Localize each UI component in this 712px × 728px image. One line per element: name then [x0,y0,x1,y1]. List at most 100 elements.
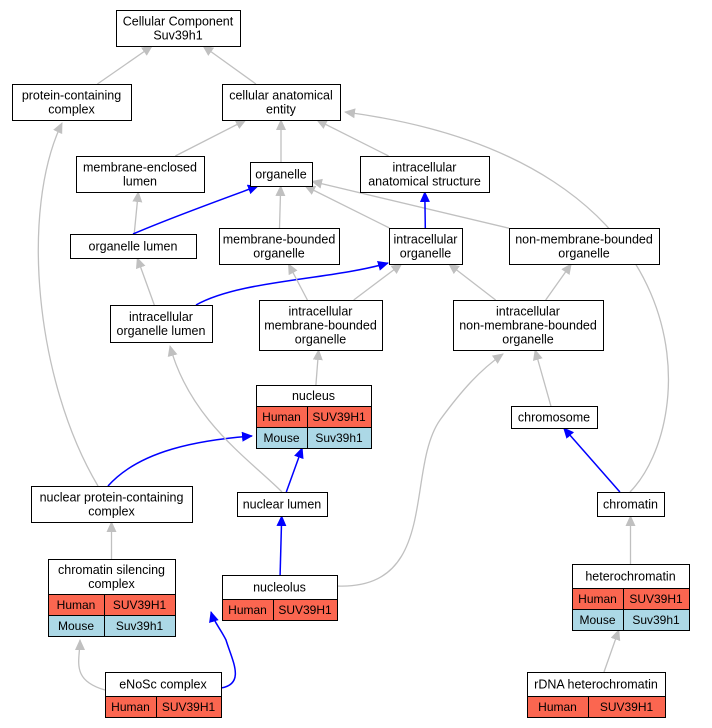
edge-nuclear-protein-containing-complex-to-protein-containing-complex [37,122,99,487]
node-label: anatomical structure [368,175,481,189]
node-box [360,156,490,193]
node-box [237,492,328,517]
edge-intracellular-membrane-bounded-organelle-to-membrane-bounded-organelle [287,263,308,301]
edge-intracellular-organelle-to-intracellular-anatomical-structure [419,191,430,229]
node-label: rDNA heterochromatin [534,678,658,692]
node-label: membrane-bounded [223,233,336,247]
edge-protein-containing-complex-to-cellular-component [97,45,153,85]
node-box [76,156,205,193]
node-label: organelle [502,333,553,347]
gene-symbol: Suv39h1 [315,431,363,445]
edge-membrane-bounded-organelle-to-organelle [275,185,286,229]
node-box [70,234,197,259]
edge-chromatin-to-cellular-anatomical-entity [344,108,669,493]
node-chromosome[interactable]: chromosome [511,406,598,429]
node-organelle[interactable]: organelle [250,162,313,187]
node-box [250,162,313,187]
node-label: intracellular [394,233,458,247]
edge-intracellular-anatomical-structure-to-cellular-anatomical-entity [316,119,389,157]
node-box [453,300,604,351]
species-label: Human [57,598,96,612]
node-label: organelle lumen [89,240,178,254]
edges-layer [37,45,669,691]
edge-non-membrane-bounded-organelle-to-organelle [311,178,510,229]
node-organelle-lumen[interactable]: organelle lumen [70,234,197,259]
edge-enosc-complex-to-nucleolus [209,611,237,689]
node-chromatin[interactable]: chromatin [597,492,665,517]
node-label: eNoSc complex [119,678,207,692]
node-label: organelle [400,247,451,261]
node-box [110,305,213,343]
edge-chromosome-to-intracellular-non-membrane-bounded-organelle [533,349,552,407]
symbol-cell [588,696,666,718]
species-label: Human [228,603,267,617]
node-label: Suv39h1 [153,29,202,43]
edge-nuclear-lumen-to-intracellular-organelle-lumen [167,345,283,493]
edge-organelle-lumen-to-membrane-enclosed-lumen [132,191,143,235]
node-label: organelle [295,333,346,347]
node-label: chromosome [518,411,590,425]
edge-intracellular-organelle-lumen-to-organelle-lumen [135,257,155,306]
nodes-layer: Cellular ComponentSuv39h1protein-contain… [12,10,690,718]
species-label: Human [578,592,617,606]
node-label: cellular anatomical [229,89,333,103]
edge-intracellular-non-membrane-bounded-organelle-to-intracellular-organelle [448,263,496,301]
node-nuclear-lumen[interactable]: nuclear lumen [237,492,328,517]
node-box [31,486,193,523]
edge-rdna-heterochromatin-to-heterochromatin [603,629,621,673]
edge-nucleus-to-intracellular-membrane-bounded-organelle [312,349,323,386]
edge-nuclear-lumen-to-nucleus [285,447,304,493]
symbol-cell [307,427,372,449]
node-box [116,10,241,47]
edge-intracellular-organelle-lumen-to-intracellular-organelle [195,261,389,306]
species-label: Human [262,410,301,424]
edge-enosc-complex-to-chromatin-silencing-complex [74,639,106,691]
gene-symbol: SUV39H1 [600,700,654,714]
symbol-cell [156,696,222,718]
species-label: Human [111,700,150,714]
edge-nucleolus-to-nuclear-lumen [276,515,287,576]
node-label: heterochromatin [585,570,675,584]
node-box [389,228,463,265]
symbol-cell [273,599,338,621]
edge-organelle-lumen-to-organelle [132,184,259,235]
node-label: Cellular Component [123,15,234,29]
node-box [12,84,132,121]
edge-chromatin-to-chromosome [563,427,621,493]
node-label: membrane-enclosed [83,161,197,175]
species-label: Human [538,700,577,714]
node-label: organelle [558,247,609,261]
node-label: organelle [255,168,306,182]
node-box [259,300,383,351]
node-label: chromatin silencing [58,563,165,577]
node-label: complex [88,577,135,591]
gene-symbol: SUV39H1 [113,598,167,612]
species-label: Mouse [263,431,299,445]
node-box [222,84,341,121]
gene-symbol: Suv39h1 [116,619,164,633]
node-intracellular-non-membrane-bounded-organelle[interactable]: intracellularnon-membrane-boundedorganel… [453,300,604,351]
species-label: Mouse [579,613,615,627]
gene-symbol: SUV39H1 [278,603,332,617]
node-label: nucleus [292,389,335,403]
species-label: Mouse [58,619,94,633]
gene-symbol: SUV39H1 [312,410,366,424]
